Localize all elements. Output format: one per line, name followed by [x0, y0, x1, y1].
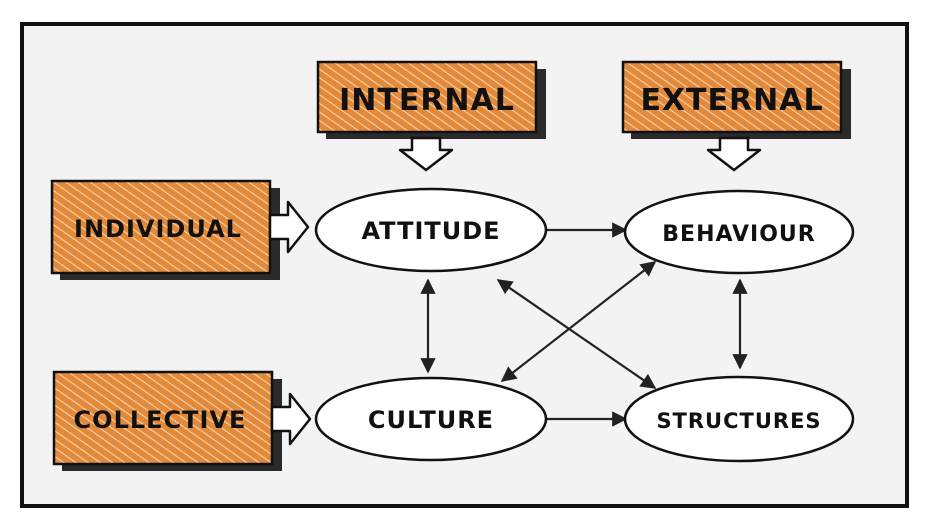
collective-box: COLLECTIVE: [52, 370, 282, 471]
relationship-arrows: [420, 222, 748, 427]
individual-label: INDIVIDUAL: [74, 215, 242, 243]
internal-down-arrow-icon: [398, 136, 454, 172]
node-culture-label: CULTURE: [368, 406, 494, 434]
internal-box: INTERNAL: [316, 60, 546, 139]
node-attitude: ATTITUDE: [314, 187, 548, 273]
external-box: EXTERNAL: [621, 60, 851, 139]
collective-right-arrow-icon: [270, 392, 312, 446]
node-attitude-label: ATTITUDE: [361, 217, 500, 245]
individual-box: INDIVIDUAL: [50, 179, 280, 280]
node-behaviour: BEHAVIOUR: [623, 189, 855, 275]
node-behaviour-label: BEHAVIOUR: [662, 222, 815, 247]
collective-label: COLLECTIVE: [74, 406, 247, 434]
external-down-arrow-icon: [706, 136, 762, 172]
internal-label: INTERNAL: [339, 83, 515, 118]
node-structures-label: STRUCTURES: [656, 409, 821, 433]
node-structures: STRUCTURES: [623, 375, 855, 463]
external-label: EXTERNAL: [640, 83, 823, 118]
node-culture: CULTURE: [314, 376, 548, 462]
arrow-attitude-structures: [496, 279, 657, 389]
individual-right-arrow-icon: [268, 200, 310, 254]
